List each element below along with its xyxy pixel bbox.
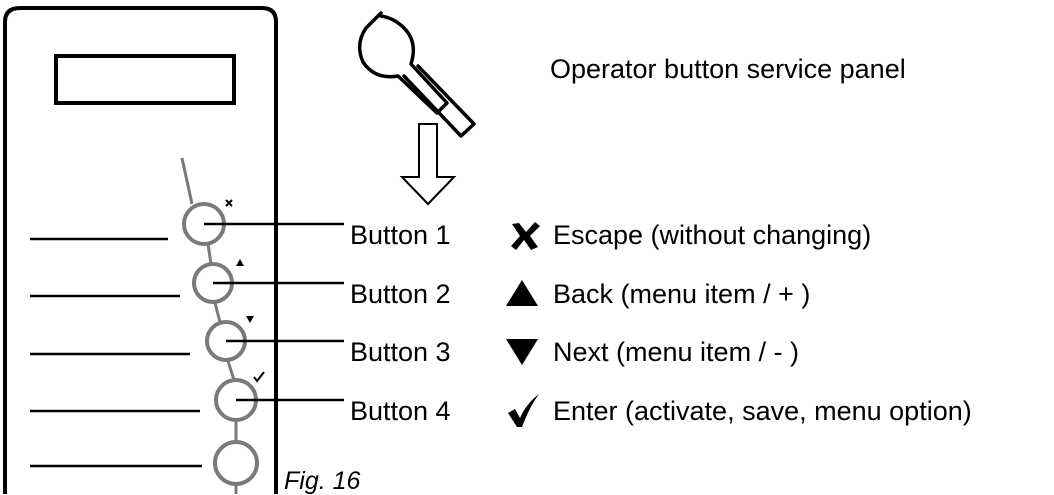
panel-title: Operator button service panel [550, 54, 906, 84]
button-2-description: Back (menu item / + ) [553, 279, 811, 309]
small-x-icon [225, 199, 233, 207]
triangle-up-icon [506, 280, 538, 306]
wrench-icon [357, 11, 476, 138]
panel-body [3, 6, 278, 494]
small-checkmark-icon [253, 371, 265, 383]
button-1-description: Escape (without changing) [553, 220, 872, 250]
panel-button-5 [213, 440, 259, 486]
down-arrow-icon [399, 123, 457, 206]
figure-caption: Fig. 16 [284, 467, 361, 495]
button-3-description: Next (menu item / - ) [553, 337, 800, 367]
x-mark-icon [511, 222, 540, 250]
small-triangle-down-icon [246, 316, 254, 323]
button-connector [213, 302, 222, 323]
button-connector [206, 243, 213, 265]
panel-edge-line [180, 157, 194, 205]
button-4-label: Button 4 [350, 396, 451, 426]
button-3-label: Button 3 [350, 337, 451, 367]
button-1-label: Button 1 [350, 220, 451, 250]
display-window [54, 54, 236, 105]
triangle-down-icon [506, 339, 538, 365]
checkmark-icon [508, 394, 539, 427]
button-connector [226, 360, 236, 381]
button-4-description: Enter (activate, save, menu option) [553, 396, 972, 426]
small-triangle-up-icon [236, 259, 244, 266]
button-2-label: Button 2 [350, 279, 451, 309]
